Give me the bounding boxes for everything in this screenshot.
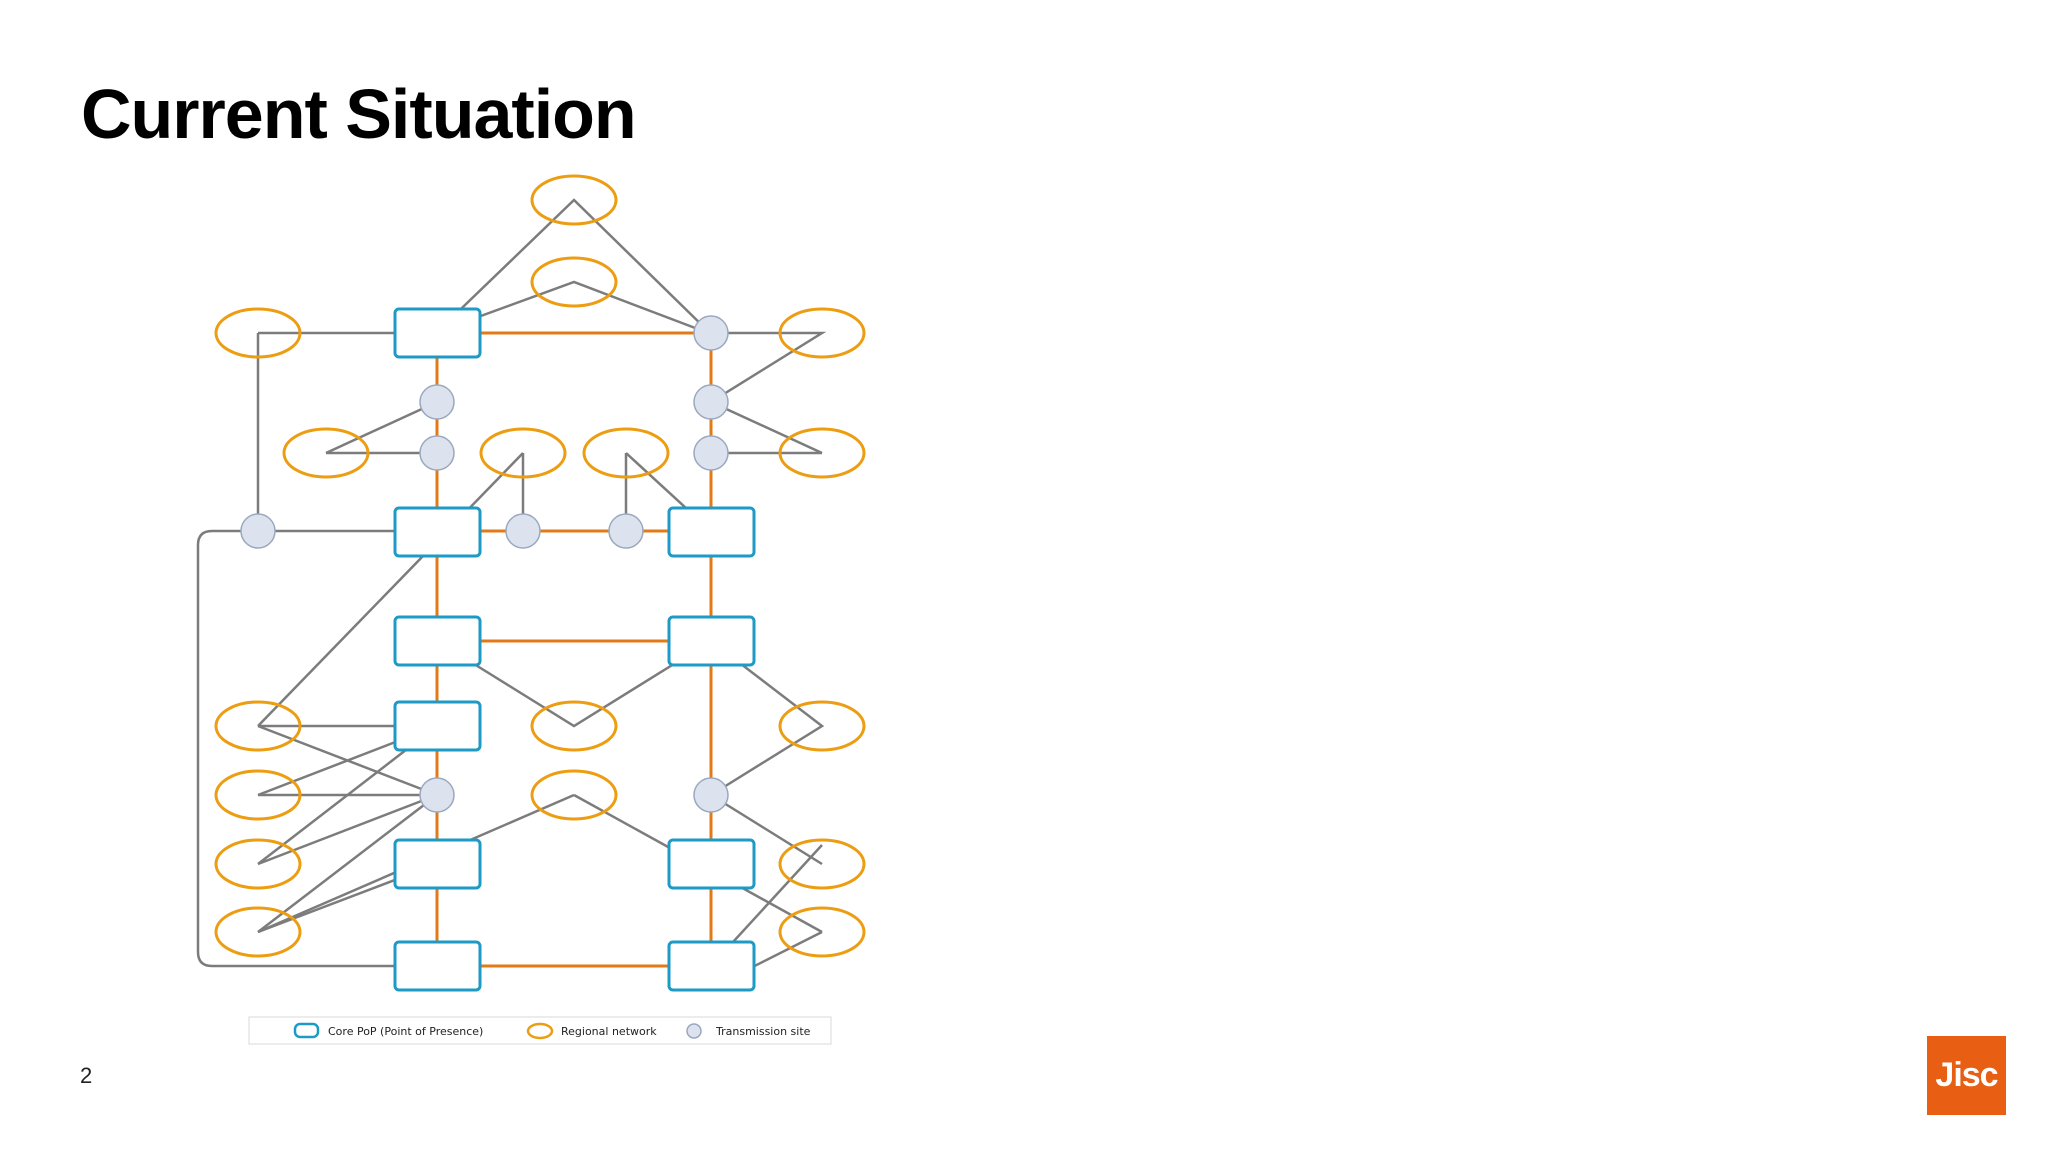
core-pop: [667, 940, 756, 992]
legend-transmission-label: Transmission site: [715, 1025, 811, 1038]
transmission-site: [419, 777, 455, 813]
regional-network: [778, 307, 866, 359]
jisc-logo: Jisc: [1927, 1036, 2006, 1115]
regional-network: [214, 307, 302, 359]
legend: Core PoP (Point of Presence) Regional ne…: [248, 1016, 832, 1045]
core-pop: [667, 506, 756, 558]
regional-network: [582, 427, 670, 479]
transmission-site: [693, 384, 729, 420]
core-pop: [393, 700, 482, 752]
transmission-sites: [240, 315, 729, 813]
network-link: [196, 529, 437, 968]
core-pop: [393, 307, 482, 359]
core-pops: [393, 307, 756, 992]
regional-network: [479, 427, 567, 479]
network-link: [257, 452, 524, 727]
regional-network: [778, 906, 866, 958]
regional-network: [214, 700, 302, 752]
network-link: [436, 198, 712, 335]
network-link: [436, 639, 712, 728]
regional-networks: [214, 174, 866, 958]
legend-core-pop-swatch: [293, 1022, 320, 1039]
network-link: [257, 794, 438, 933]
network-link: [436, 280, 712, 336]
regional-network: [530, 700, 618, 752]
core-pop: [393, 940, 482, 992]
transmission-site: [693, 777, 729, 813]
regional-network: [530, 769, 618, 821]
network-link: [257, 793, 438, 866]
transmission-site: [505, 513, 541, 549]
transmission-site: [419, 384, 455, 420]
core-pop: [393, 615, 482, 667]
transmission-site: [693, 315, 729, 351]
legend-core-pop-label: Core PoP (Point of Presence): [328, 1025, 483, 1038]
regional-network: [778, 700, 866, 752]
core-pop: [667, 838, 756, 890]
regional-network: [778, 838, 866, 890]
page-title: Current Situation: [81, 75, 637, 153]
core-pop: [667, 615, 756, 667]
transmission-site: [608, 513, 644, 549]
regional-network: [214, 838, 302, 890]
core-pop: [393, 838, 482, 890]
regional-network: [778, 427, 866, 479]
network-link: [710, 793, 823, 866]
legend-box: [248, 1016, 832, 1045]
transmission-site: [693, 435, 729, 471]
network-link: [710, 640, 825, 797]
core-pop: [393, 506, 482, 558]
regional-network: [214, 906, 302, 958]
transmission-site: [240, 513, 276, 549]
network-link: [710, 331, 827, 404]
regional-network: [530, 174, 618, 226]
network-link: [710, 400, 823, 455]
legend-regional-swatch: [526, 1022, 554, 1040]
page-number: 2: [80, 1063, 93, 1088]
regional-network: [282, 427, 370, 479]
transmission-site: [419, 435, 455, 471]
regional-network: [214, 769, 302, 821]
network-link: [325, 400, 438, 455]
regional-network: [530, 256, 618, 308]
legend-regional-label: Regional network: [561, 1025, 657, 1038]
legend-transmission-swatch: [686, 1023, 702, 1039]
